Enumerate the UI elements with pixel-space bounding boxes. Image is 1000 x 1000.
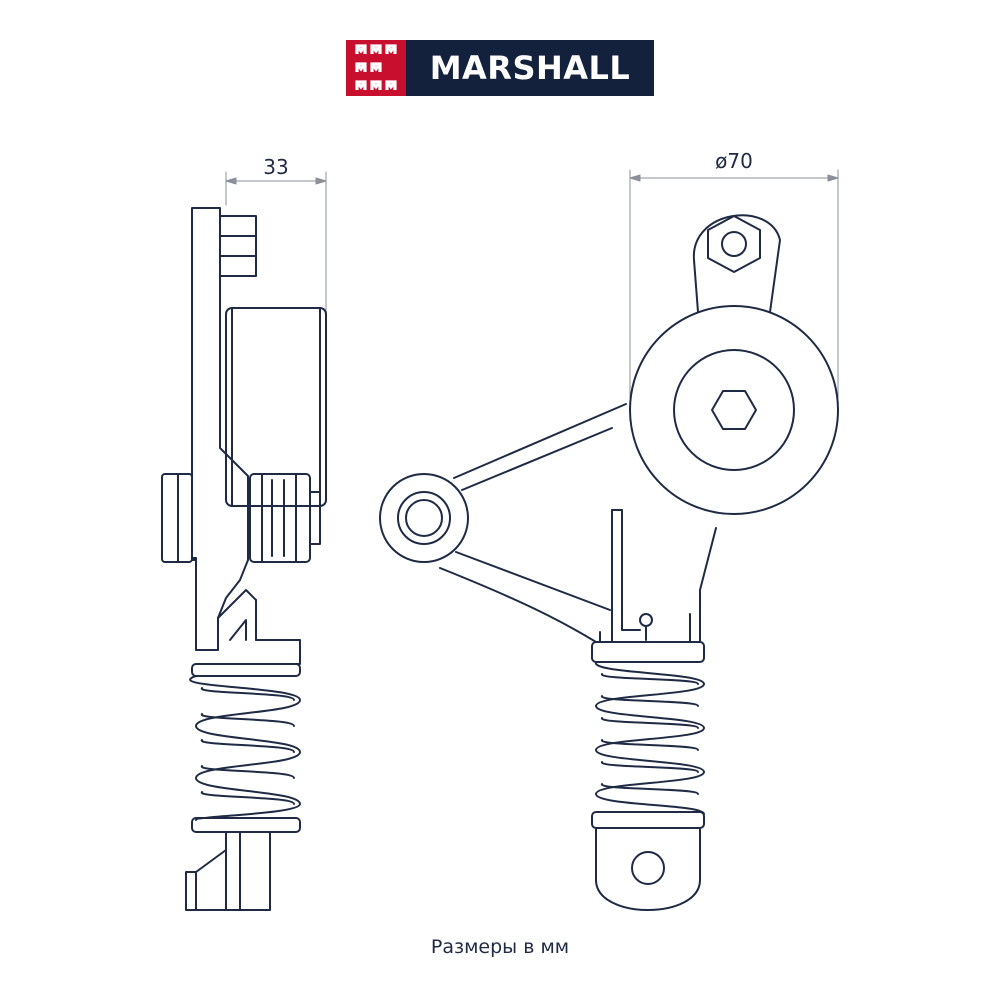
front-spring (591, 641, 705, 829)
dimension-diameter (629, 169, 839, 399)
brand-logo: MARSHALL (346, 40, 654, 96)
side-view (161, 171, 327, 911)
brand-name: MARSHALL (406, 40, 654, 96)
front-view (379, 169, 839, 911)
dimension-width (225, 171, 327, 311)
side-spring (189, 663, 301, 833)
diameter-dimension-label: ø70 (715, 149, 753, 173)
units-caption: Размеры в мм (430, 936, 570, 958)
logo-mark-icon (346, 40, 406, 96)
width-dimension-label: 33 (263, 155, 288, 179)
